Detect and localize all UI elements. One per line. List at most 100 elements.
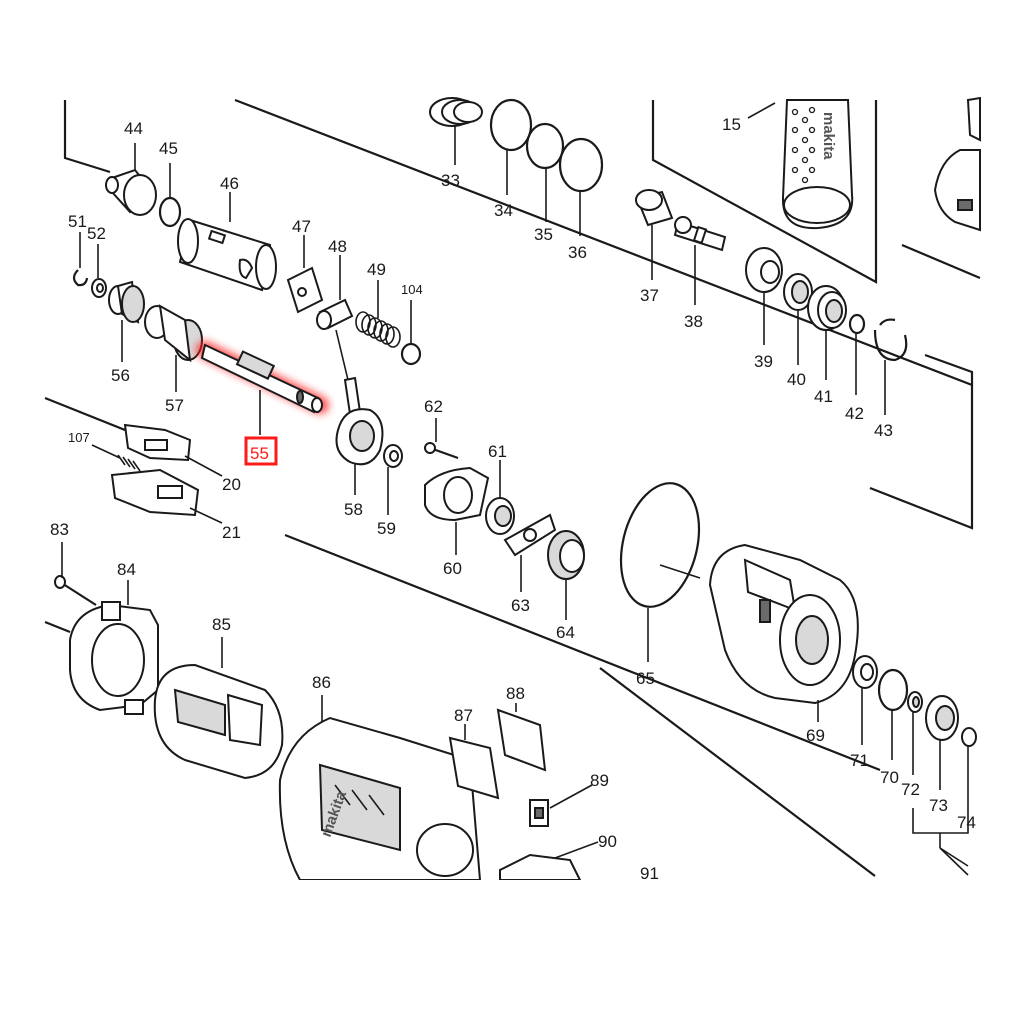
part-51-clip	[72, 232, 89, 287]
label-40: 40	[787, 370, 806, 389]
label-15: 15	[722, 115, 741, 134]
label-41: 41	[814, 387, 833, 406]
part-86-motor-housing: makita	[278, 695, 482, 881]
part-64-gear	[547, 530, 585, 620]
part-74-ring	[961, 727, 977, 808]
label-39: 39	[754, 352, 773, 371]
label-65: 65	[636, 669, 655, 688]
label-84: 84	[117, 560, 136, 579]
part-47-bracket	[286, 235, 324, 314]
part-36-o-ring	[558, 137, 604, 236]
label-52: 52	[87, 224, 106, 243]
part-85-stator	[153, 637, 284, 780]
label-88: 88	[506, 684, 525, 703]
bottom-blank-area	[0, 880, 1024, 1024]
part-42-ring	[848, 313, 866, 395]
label-33: 33	[441, 171, 460, 190]
part-88-label-sheet	[496, 703, 547, 772]
part-87-label-sheet	[448, 724, 500, 800]
label-72: 72	[901, 780, 920, 799]
label-21: 21	[222, 523, 241, 542]
part-59-washer	[383, 444, 403, 515]
part-65-large-o-ring	[619, 482, 701, 662]
label-58: 58	[344, 500, 363, 519]
label-63: 63	[511, 596, 530, 615]
label-44: 44	[124, 119, 143, 138]
part-33-ring-stack	[429, 97, 483, 165]
part-72-ring	[907, 691, 923, 775]
part-58-swash-bearing	[335, 329, 384, 495]
part-52-washer	[91, 244, 107, 298]
label-87: 87	[454, 706, 473, 725]
part-number-labels: 15 20 21 33 34 35 36 37 38 39 40 41 42 4…	[50, 115, 976, 883]
label-43: 43	[874, 421, 893, 440]
part-35-o-ring	[525, 122, 565, 222]
label-74: 74	[957, 813, 976, 832]
part-43-retaining-ring	[873, 318, 908, 415]
handle-brand-logo: makita	[820, 112, 837, 160]
label-51: 51	[68, 212, 87, 231]
label-107: 107	[68, 430, 90, 445]
label-46: 46	[220, 174, 239, 193]
part-70-o-ring	[877, 668, 909, 760]
label-91: 91	[640, 864, 659, 883]
part-69-gear-housing	[708, 543, 859, 722]
label-20: 20	[222, 475, 241, 494]
part-38-pin	[673, 216, 727, 305]
label-56: 56	[111, 366, 130, 385]
label-57: 57	[165, 396, 184, 415]
part-61-bearing	[485, 460, 515, 535]
part-37-bushing	[635, 189, 674, 280]
label-55-highlighted: 55	[250, 444, 269, 463]
part-73-bearing	[925, 695, 959, 790]
part-55-spindle-highlighted	[196, 341, 329, 466]
part-63-plate	[503, 513, 557, 592]
part-57-clutch	[144, 304, 203, 392]
part-39-washer	[745, 247, 783, 345]
part-49-spring	[355, 280, 401, 348]
label-90: 90	[598, 832, 617, 851]
label-60: 60	[443, 559, 462, 578]
part-83-screw	[54, 542, 97, 606]
label-47: 47	[292, 217, 311, 236]
label-104: 104	[401, 282, 423, 297]
label-71: 71	[850, 751, 869, 770]
part-60-flange	[424, 466, 490, 555]
part-34-o-ring	[489, 98, 533, 195]
part-48-sleeve	[316, 255, 354, 330]
highlight-label-box	[244, 436, 278, 466]
top-right-housing-fragment	[933, 96, 981, 232]
label-83: 83	[50, 520, 69, 539]
part-20-plate	[123, 423, 223, 477]
part-44-holder	[105, 143, 157, 216]
part-84-brush-holder	[69, 580, 159, 715]
part-89-switch-part	[529, 784, 593, 827]
label-38: 38	[684, 312, 703, 331]
label-73: 73	[929, 796, 948, 815]
part-107-spring	[91, 444, 141, 472]
label-59: 59	[377, 519, 396, 538]
label-89: 89	[590, 771, 609, 790]
label-61: 61	[488, 442, 507, 461]
label-86: 86	[312, 673, 331, 692]
label-37: 37	[640, 286, 659, 305]
part-45-o-ring	[158, 163, 182, 228]
part-46-cylinder	[177, 192, 277, 292]
label-69: 69	[806, 726, 825, 745]
part-21-plate	[110, 468, 223, 524]
part-15-side-handle: makita	[747, 99, 854, 230]
label-48: 48	[328, 237, 347, 256]
label-36: 36	[568, 243, 587, 262]
section-divider-lines	[44, 98, 981, 877]
label-49: 49	[367, 260, 386, 279]
part-41-bearing	[807, 285, 847, 380]
label-45: 45	[159, 139, 178, 158]
label-70: 70	[880, 768, 899, 787]
part-71-washer	[852, 655, 878, 745]
label-62: 62	[424, 397, 443, 416]
part-62-screw	[424, 418, 459, 460]
parts-70-74-bracket-lines	[912, 808, 969, 876]
part-56-gear	[108, 280, 145, 362]
